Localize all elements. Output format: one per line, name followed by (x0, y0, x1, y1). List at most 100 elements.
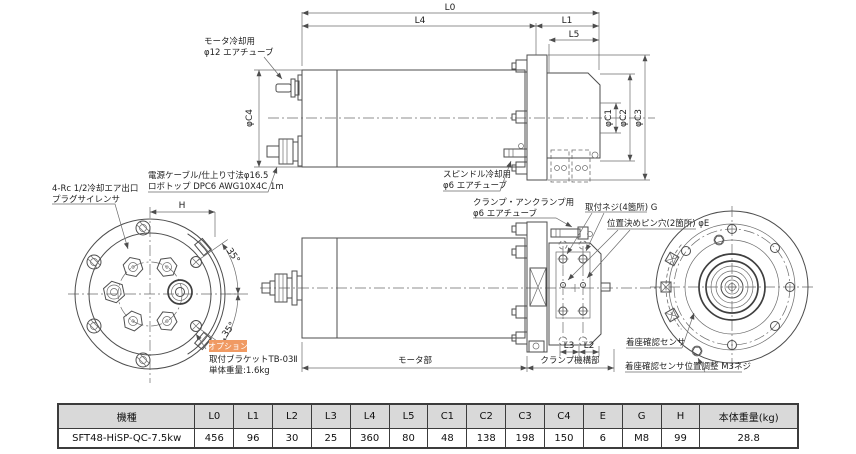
dim-label-C4: φC4 (245, 109, 255, 127)
spec-table-header-row: 機種 L0 L1 L2 L3 L4 L5 C1 C2 C3 C4 E G H 本… (57, 403, 799, 429)
mount-bolt (577, 253, 589, 265)
dim-L5: L5 (548, 30, 599, 73)
col-header-E: E (582, 403, 623, 429)
spindle-tip (600, 282, 611, 292)
dim-label-L5: L5 (569, 30, 580, 40)
col-header-L3: L3 (310, 403, 351, 429)
technical-drawing: L0 L4 L1 L5 φC4 φC1 φC2 φC3 モータ冷却用 φ12 エ… (52, 3, 816, 383)
label-spindle-cooling-2: φ6 エアチューブ (443, 180, 508, 191)
label-power-cable-1: 電源ケーブル/仕上り寸法φ16.5 (148, 170, 268, 181)
outer-flange (655, 210, 809, 364)
air-fitting-phi12 (275, 74, 303, 101)
col-header-C3: C3 (505, 403, 545, 429)
label-pin-hole: 位置決めピン穴(2箇所) φE (607, 218, 709, 229)
dim-label-H: H (179, 201, 186, 211)
mount-bolt (577, 305, 589, 317)
option-badge (209, 340, 247, 352)
col-header-L0: L0 (194, 403, 235, 429)
col-header-L2: L2 (272, 403, 312, 429)
bolt-hole (785, 282, 795, 292)
hex-fitting (102, 280, 126, 304)
label-power-cable-2: ロボトップ DPC6 AWG10X4C 1m (148, 182, 284, 192)
bolt-hole (770, 321, 780, 331)
annotation-air-outlet: 4-Rc 1/2冷却エア出口 プラグサイレンサ (52, 183, 138, 250)
cell-L2: 30 (272, 428, 312, 449)
cell-L3: 25 (310, 428, 351, 449)
dim-label-C3: φC3 (634, 109, 644, 127)
annotation-power-cable: 電源ケーブル/仕上り寸法φ16.5 ロボトップ DPC6 AWG10X4C 1m (148, 166, 284, 193)
lower-side-view (260, 221, 660, 353)
seat-sensor-assembly (660, 234, 725, 357)
bolt-hole (727, 340, 737, 350)
dim-L3-L2: L3 L2 (559, 341, 600, 356)
dim-label-L2: L2 (584, 341, 595, 351)
dim-label-C2: φC2 (619, 109, 629, 127)
mount-bolt (557, 305, 569, 317)
cell-model: SFT48-HiSP-QC-7.5kw (57, 428, 196, 449)
dim-L4-L1: L4 L1 (302, 16, 599, 55)
label-air-outlet-1: 4-Rc 1/2冷却エア出口 (52, 183, 138, 194)
annotation-clamp-air: クランプ・アンクランプ用 φ6 エアチューブ (473, 198, 574, 228)
cell-H: 99 (660, 428, 701, 449)
mount-bolt (557, 253, 569, 265)
clamp-housing (547, 72, 601, 159)
dim-C4: φC4 (245, 69, 302, 168)
adjust-screw (691, 345, 703, 357)
dim-label-L4: L4 (415, 16, 426, 26)
annotation-pin-hole: 位置決めピン穴(2箇所) φE (567, 218, 709, 281)
dim-C1-C2-C3: φC1 φC2 φC3 (548, 54, 650, 181)
dim-sections: モータ部 クランプ機構部 (301, 342, 615, 372)
dim-label-L3: L3 (564, 341, 575, 351)
col-header-C1: C1 (427, 403, 468, 429)
label-motor-cooling-1: モータ冷却用 (204, 36, 255, 47)
spec-table-data-row: SFT48-HiSP-QC-7.5kw 456 96 30 25 360 80 … (57, 428, 799, 449)
annotation-seat-sensor: 着座確認センサ (626, 312, 695, 349)
clamp-body (548, 242, 602, 346)
col-header-G: G (621, 403, 662, 429)
annotation-option: オプション 取付ブラケットTB-03Ⅱ 単体重量:1.6kg (195, 333, 298, 376)
cell-C1: 48 (427, 428, 468, 449)
label-seat-sensor: 着座確認センサ (626, 337, 686, 348)
cell-L5: 80 (388, 428, 429, 449)
motor-body (301, 69, 526, 168)
upper-side-view (266, 54, 655, 183)
label-mount-screw: 取付ネジ(4箇所) G (585, 202, 657, 213)
dim-L0: L0 (301, 3, 600, 70)
label-option-2: 単体重量:1.6kg (209, 365, 270, 376)
col-header-C2: C2 (466, 403, 507, 429)
label-motor-cooling-2: φ12 エアチューブ (204, 47, 274, 58)
dim-label-35-top: 35° (224, 246, 241, 265)
flange-bolt (86, 254, 102, 270)
locating-pin (560, 282, 566, 288)
col-header-H: H (660, 403, 701, 429)
bolt-hole (681, 246, 691, 256)
annotation-mount-screw: 取付ネジ(4箇所) G (566, 202, 657, 255)
locating-pin (580, 282, 586, 288)
bolt-hole (727, 224, 737, 234)
annotation-motor-cooling: モータ冷却用 φ12 エアチューブ (204, 36, 283, 80)
dim-label-L0: L0 (445, 3, 456, 13)
cell-C3: 198 (505, 428, 545, 449)
col-header-L1: L1 (233, 403, 274, 429)
dim-label-C1: φC1 (604, 109, 614, 127)
cell-C2: 138 (466, 428, 507, 449)
col-header-L5: L5 (388, 403, 429, 429)
power-connector (266, 135, 303, 167)
cell-L0: 456 (194, 428, 235, 449)
cell-C4: 150 (544, 428, 584, 449)
annotation-spindle-cooling: スピンドル冷却用 φ6 エアチューブ (443, 160, 512, 192)
label-spindle-cooling-1: スピンドル冷却用 (443, 169, 511, 180)
col-header-model: 機種 (57, 403, 196, 429)
label-motor-section: モータ部 (398, 355, 433, 366)
label-air-outlet-2: プラグサイレンサ (52, 194, 120, 205)
cell-G: M8 (621, 428, 662, 449)
dim-label-L1: L1 (562, 16, 573, 26)
flange (526, 54, 548, 181)
dim-H: H (150, 201, 216, 237)
cell-E: 6 (582, 428, 623, 449)
rear-view-right (650, 206, 816, 372)
label-clamp-air-2: φ6 エアチューブ (473, 208, 538, 219)
spindle-cooling-fitting (503, 143, 528, 158)
col-header-L4: L4 (349, 403, 390, 429)
col-header-weight: 本体重量(kg) (699, 403, 799, 429)
